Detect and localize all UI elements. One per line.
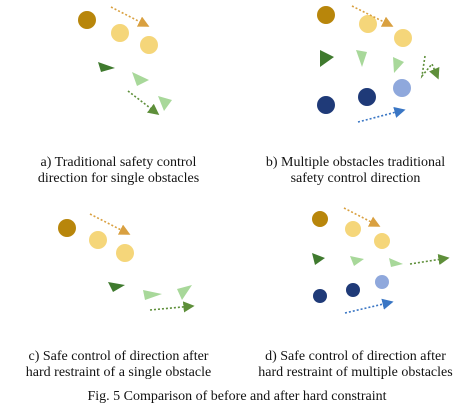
obstacle-circle-dark <box>58 219 76 237</box>
agent-triangle-light <box>393 57 404 73</box>
agent-triangle-dark <box>312 253 325 265</box>
agent-triangle-light <box>350 256 364 266</box>
panel-a-diagram <box>78 6 172 115</box>
obstacle-circle-dark <box>78 11 96 29</box>
obstacle-circle-light <box>374 233 390 249</box>
agent-triangle-dark <box>98 62 115 72</box>
green-dotted-arrow <box>127 90 160 115</box>
orange-dotted-arrow <box>343 207 381 227</box>
obstacle-circle-light-blue <box>393 79 411 97</box>
orange-dotted-arrow <box>110 6 150 27</box>
green-dotted-arrow <box>409 253 450 266</box>
blue-dotted-arrow <box>357 107 406 123</box>
panel-c-caption-line2: hard restraint of a single obstacle <box>25 365 212 380</box>
panel-b-caption: b) Multiple obstacles traditional safety… <box>237 155 474 187</box>
agent-triangle-dark <box>108 282 125 292</box>
panel-d-caption-line1: d) Safe control of direction after <box>265 349 446 364</box>
figure-caption: Fig. 5 Comparison of before and after ha… <box>87 389 387 404</box>
obstacle-circle-navy <box>313 289 327 303</box>
obstacle-circle-light <box>394 29 412 47</box>
orange-dotted-arrow <box>351 5 394 27</box>
agent-triangle-light <box>389 258 403 267</box>
obstacle-circle-navy <box>317 96 335 114</box>
obstacle-circle-light <box>111 24 129 42</box>
panel-b-diagram <box>317 5 440 123</box>
obstacle-circle-dark <box>312 211 328 227</box>
agent-triangle-light <box>158 96 172 111</box>
panel-c-diagram <box>58 213 195 313</box>
panel-a-caption-line1: a) Traditional safety control <box>40 155 197 170</box>
obstacle-circle-navy <box>346 283 360 297</box>
green-dotted-arrow <box>149 301 195 313</box>
green-dotted-arrow <box>420 55 440 80</box>
obstacle-circle-light <box>116 244 134 262</box>
panel-c-caption-line1: c) Safe control of direction after <box>28 349 209 364</box>
panel-a-caption: a) Traditional safety control direction … <box>0 155 237 187</box>
agent-triangle-light <box>143 290 162 300</box>
obstacle-circle-navy <box>358 88 376 106</box>
panel-b-caption-line2: safety control direction <box>290 171 421 186</box>
blue-dotted-arrow <box>344 298 394 314</box>
agent-triangle-light <box>356 50 367 67</box>
obstacle-circle-light-blue <box>375 275 389 289</box>
panel-d-caption-line2: hard restraint of multiple obstacles <box>258 365 453 380</box>
obstacle-circle-light <box>345 221 361 237</box>
obstacle-circle-light <box>359 15 377 33</box>
obstacle-circle-dark <box>317 6 335 24</box>
orange-dotted-arrow <box>89 213 131 235</box>
panel-a-caption-line2: direction for single obstacles <box>37 171 200 186</box>
obstacle-circle-light <box>140 36 158 54</box>
obstacle-circle-light <box>89 231 107 249</box>
agent-triangle-light <box>132 72 149 86</box>
panel-b-caption-line1: b) Multiple obstacles traditional <box>265 155 446 170</box>
agent-triangle-dark <box>320 50 334 67</box>
agent-triangle-light <box>177 285 192 300</box>
panel-d-diagram <box>312 207 450 314</box>
panel-d-caption: d) Safe control of direction after hard … <box>237 349 474 381</box>
panel-c-caption: c) Safe control of direction after hard … <box>0 349 237 381</box>
